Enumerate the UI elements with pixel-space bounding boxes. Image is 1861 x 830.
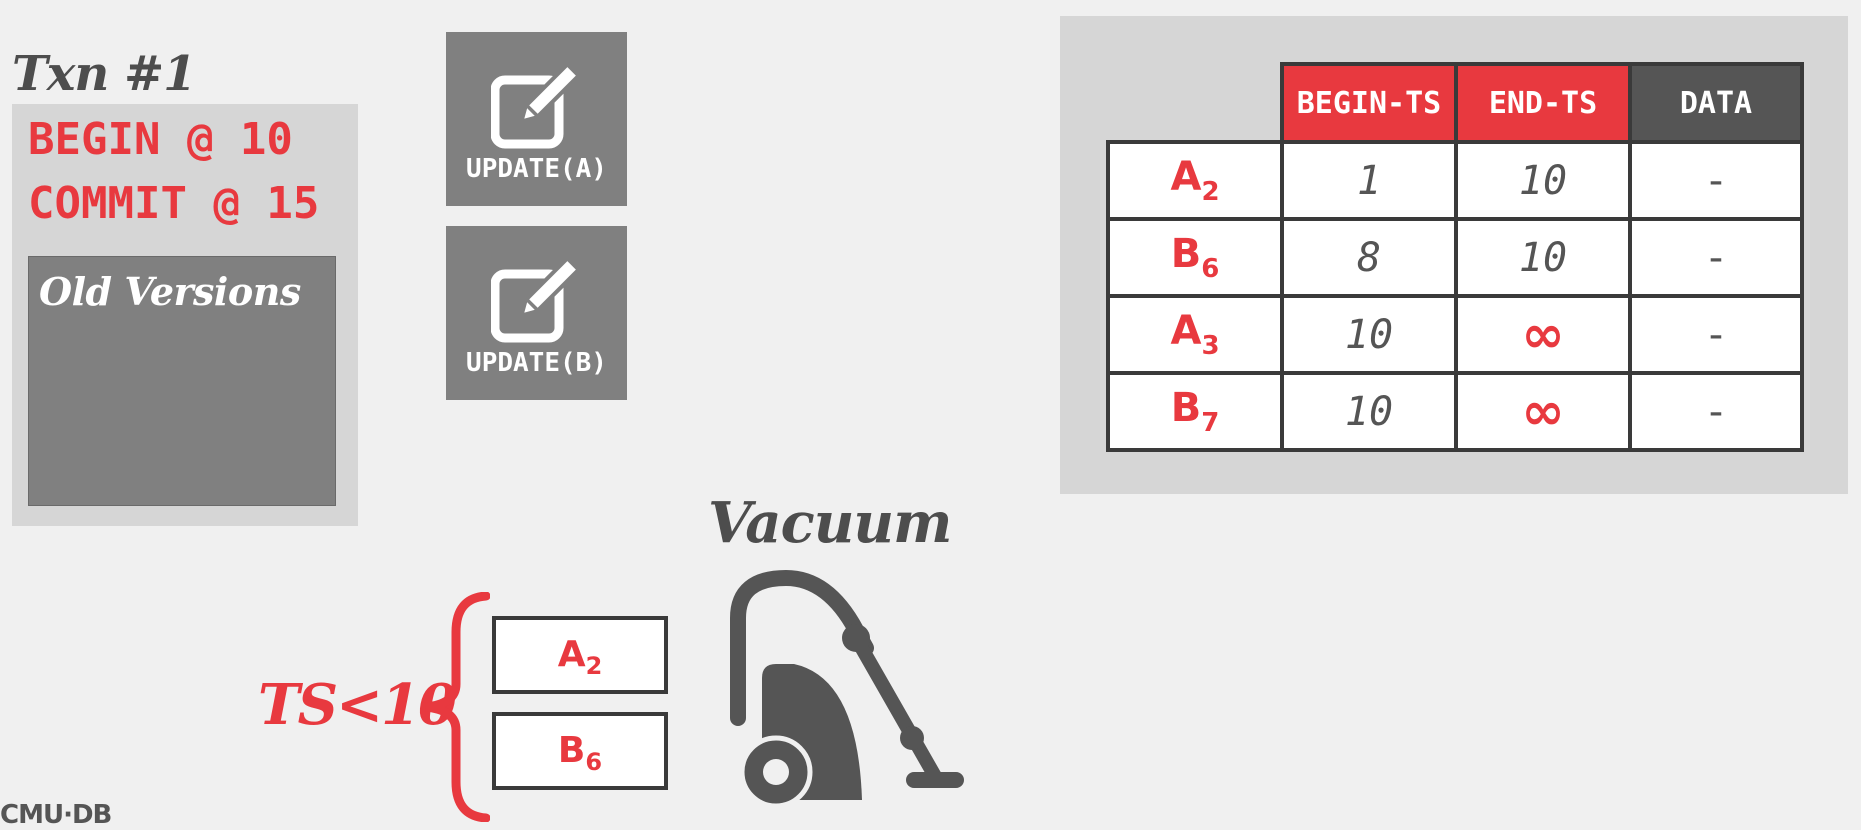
- row-key: B6: [1106, 217, 1284, 298]
- old-versions-label: Old Versions: [39, 269, 301, 314]
- row-begin-ts: 1: [1280, 140, 1458, 221]
- update-b-label: UPDATE(B): [466, 348, 607, 378]
- row-key: A3: [1106, 294, 1284, 375]
- row-begin-ts: 10: [1280, 371, 1458, 452]
- ts-condition-label: TS<10: [258, 672, 457, 738]
- table-header-row: BEGIN-TS END-TS DATA: [1108, 62, 1804, 144]
- version-table: BEGIN-TS END-TS DATA A2 1 10 - B6 8 10 -…: [1106, 62, 1804, 452]
- row-begin-ts: 10: [1280, 294, 1458, 375]
- gc-item: A2: [492, 616, 668, 694]
- header-data: DATA: [1628, 62, 1804, 144]
- table-row: B6 8 10 -: [1106, 217, 1804, 298]
- row-data: -: [1628, 217, 1804, 298]
- brace-icon: [425, 592, 490, 822]
- header-begin-ts: BEGIN-TS: [1280, 62, 1458, 144]
- row-data: -: [1628, 140, 1804, 221]
- edit-icon: [491, 255, 582, 343]
- update-b-button[interactable]: UPDATE(B): [446, 226, 627, 400]
- row-end-ts: ∞: [1454, 371, 1632, 452]
- row-key: B7: [1106, 371, 1284, 452]
- row-end-ts: 10: [1454, 217, 1632, 298]
- row-end-ts: ∞: [1454, 294, 1632, 375]
- row-begin-ts: 8: [1280, 217, 1458, 298]
- txn-commit: COMMIT @ 15: [28, 178, 320, 229]
- old-versions-box: Old Versions: [28, 256, 336, 506]
- txn-begin: BEGIN @ 10: [28, 114, 293, 165]
- update-a-label: UPDATE(A): [466, 154, 607, 184]
- edit-icon: [491, 61, 582, 149]
- row-data: -: [1628, 371, 1804, 452]
- header-end-ts: END-TS: [1454, 62, 1632, 144]
- table-row: A2 1 10 -: [1106, 140, 1804, 221]
- update-a-button[interactable]: UPDATE(A): [446, 32, 627, 206]
- cmu-db-logo: CMU·DB: [0, 800, 112, 830]
- vacuum-cleaner-icon: [730, 569, 964, 808]
- row-key: A2: [1106, 140, 1284, 221]
- header-blank: [1108, 64, 1282, 142]
- version-table-panel: BEGIN-TS END-TS DATA A2 1 10 - B6 8 10 -…: [1060, 16, 1848, 494]
- row-end-ts: 10: [1454, 140, 1632, 221]
- gc-item: B6: [492, 712, 668, 790]
- row-data: -: [1628, 294, 1804, 375]
- vacuum-title: Vacuum: [708, 490, 952, 556]
- table-row: B7 10 ∞ -: [1106, 371, 1804, 452]
- txn-title: Txn #1: [12, 46, 197, 102]
- table-row: A3 10 ∞ -: [1106, 294, 1804, 375]
